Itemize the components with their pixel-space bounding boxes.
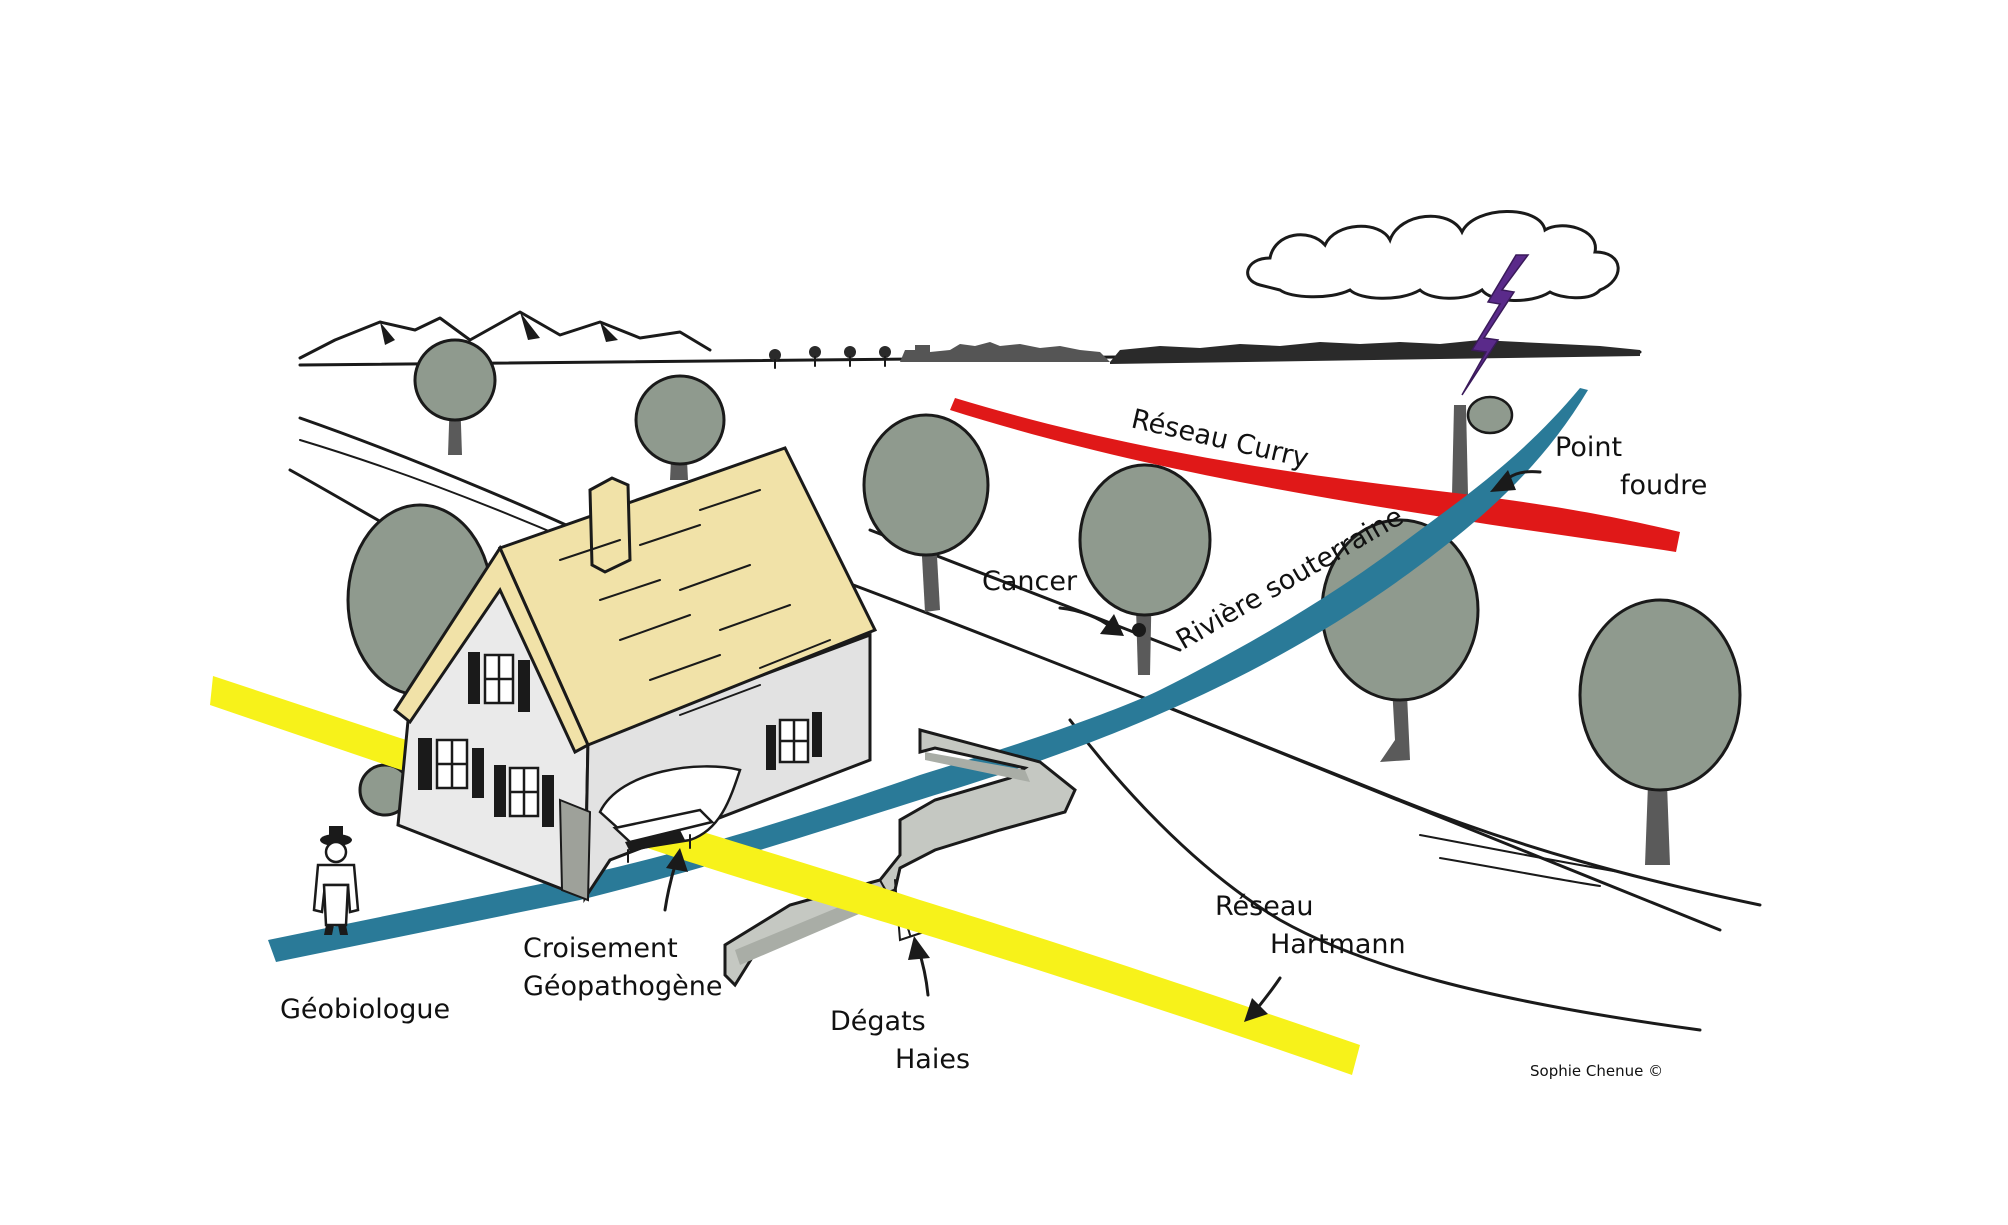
- stone-foundation: [560, 800, 590, 900]
- tree: [864, 415, 988, 612]
- label-reseau: Réseau: [1215, 891, 1314, 922]
- tree: [415, 340, 495, 455]
- geobiologist-figure: [314, 826, 358, 935]
- arrow-hartmann: [1244, 978, 1280, 1022]
- label-point: Point: [1555, 432, 1622, 463]
- distant-village: [900, 342, 1110, 362]
- label-geopathogene: Géopathogène: [523, 971, 722, 1002]
- label-croisement: Croisement: [523, 933, 678, 964]
- tree: [1580, 600, 1740, 865]
- label-degats: Dégats: [830, 1006, 926, 1037]
- mountains: [300, 312, 710, 358]
- label-hartmann: Hartmann: [1270, 929, 1406, 960]
- chimney: [590, 478, 630, 572]
- arrow-degats: [908, 936, 930, 995]
- label-cancer: Cancer: [982, 566, 1078, 597]
- horizon: [300, 312, 1640, 365]
- distant-treeline: [1110, 340, 1640, 364]
- curry-network-line: [950, 398, 1680, 552]
- tree: [636, 376, 724, 480]
- distant-trees: [769, 346, 891, 368]
- credit-text: Sophie Chenue ©: [1530, 1062, 1663, 1080]
- cloud: [1248, 211, 1619, 300]
- label-foudre: foudre: [1620, 470, 1707, 501]
- arrow-cancer: [1060, 608, 1124, 636]
- label-haies: Haies: [895, 1044, 970, 1075]
- label-geobiologue: Géobiologue: [280, 994, 450, 1025]
